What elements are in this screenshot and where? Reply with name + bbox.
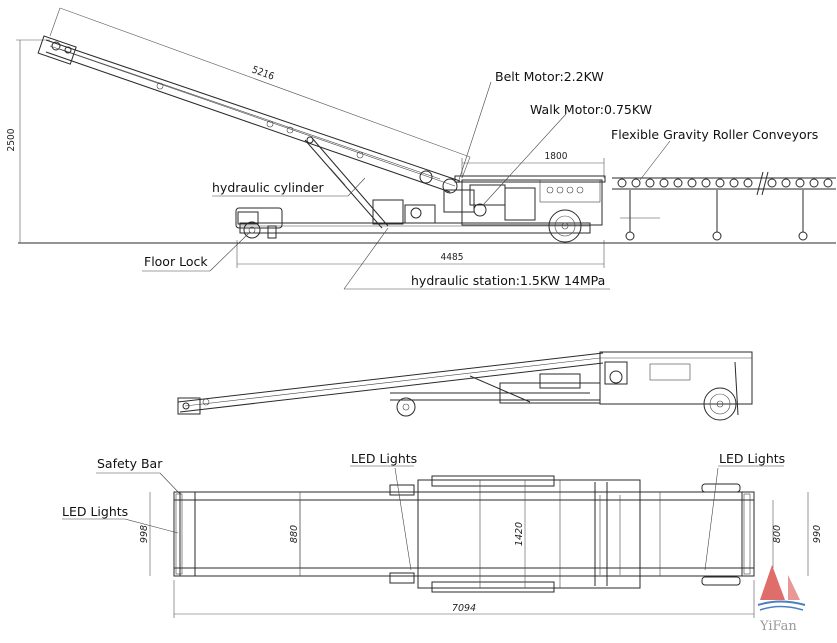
yifan-logo: YiFan <box>757 565 806 634</box>
hydraulic-cylinder-label: hydraulic cylinder <box>212 180 325 195</box>
safety-bar-label: Safety Bar <box>97 456 163 471</box>
frame-width-center-dim: 1420 <box>514 522 525 546</box>
belt-width-right-dim: 800 <box>772 525 783 543</box>
floor-lock-label: Floor Lock <box>144 254 208 269</box>
roller-conveyor <box>612 171 836 241</box>
outer-width-right-dim: 990 <box>812 525 823 543</box>
floor-lock-wheel <box>243 221 261 239</box>
logo-sail-icon <box>760 565 785 600</box>
rear-length-dim: 1800 <box>545 151 568 162</box>
hydraulic-station-label: hydraulic station:1.5KW 14MPa <box>411 273 605 288</box>
belt-width-left-dim: 880 <box>289 525 300 543</box>
frame-outline <box>173 491 755 577</box>
logo-wave-icon <box>757 600 806 606</box>
base-length-dim: 4485 <box>441 252 464 263</box>
inclined-boom <box>37 35 461 194</box>
boom-length-dim: 5216 <box>250 65 276 83</box>
walk-motor-label: Walk Motor:0.75KW <box>530 102 652 117</box>
led-lights-center-label: LED Lights <box>351 451 417 466</box>
chassis <box>235 175 606 243</box>
height-dim: 2500 <box>6 128 17 151</box>
roller-conveyor-label: Flexible Gravity Roller Conveyors <box>611 127 818 142</box>
hydraulic-cylinder-shape <box>304 136 389 229</box>
side-view: 2500 5216 <box>6 7 836 290</box>
brand-name: YiFan <box>759 619 797 634</box>
walk-wheel <box>548 209 582 243</box>
top-view: 998 880 1420 800 990 7094 Safety Bar LED… <box>62 451 823 618</box>
retracted-view <box>177 351 753 421</box>
outer-width-left-dim: 998 <box>139 525 150 543</box>
led-lights-right-label: LED Lights <box>719 451 785 466</box>
boom-dim-line <box>59 7 471 158</box>
led-lights-left-label: LED Lights <box>62 504 128 519</box>
total-length-dim: 7094 <box>452 603 476 614</box>
belt-motor-label: Belt Motor:2.2KW <box>495 69 604 84</box>
